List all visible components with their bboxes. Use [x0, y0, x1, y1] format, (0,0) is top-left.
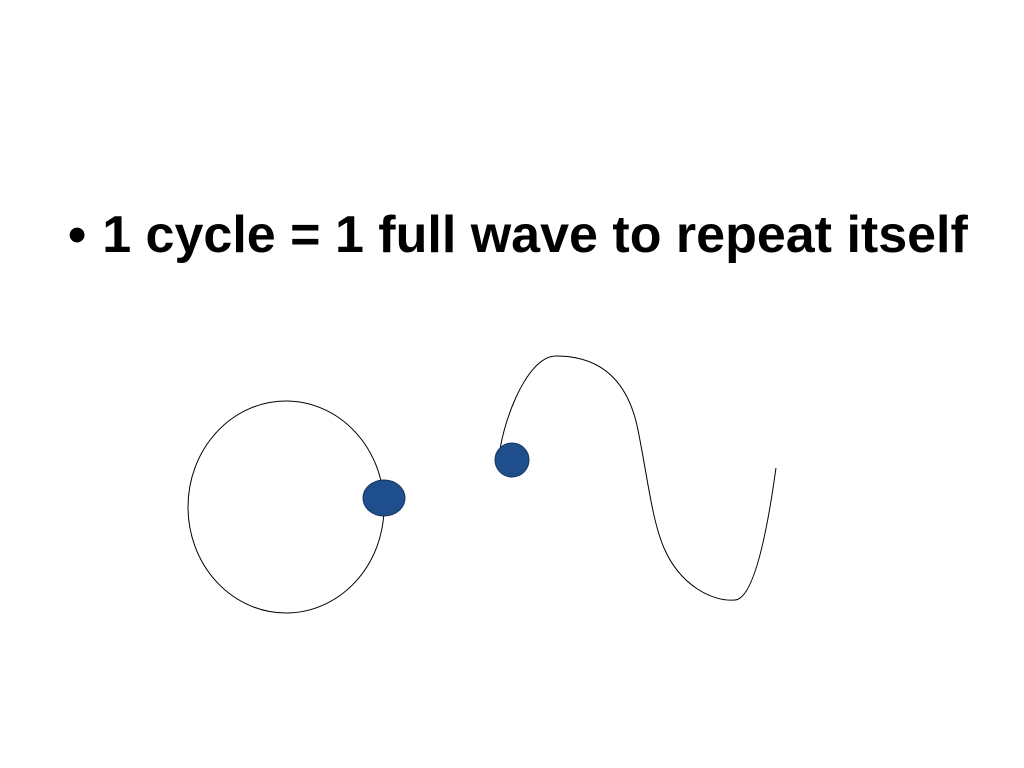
bullet-point: • 1 cycle = 1 full wave to repeat itself: [60, 196, 970, 274]
circle-path: [187, 400, 385, 614]
bullet-icon: •: [68, 206, 87, 264]
bullet-text: 1 cycle = 1 full wave to repeat itself: [102, 206, 968, 264]
wave-path: [498, 355, 777, 601]
circle-dot: [362, 479, 406, 517]
wave-dot: [494, 442, 530, 478]
